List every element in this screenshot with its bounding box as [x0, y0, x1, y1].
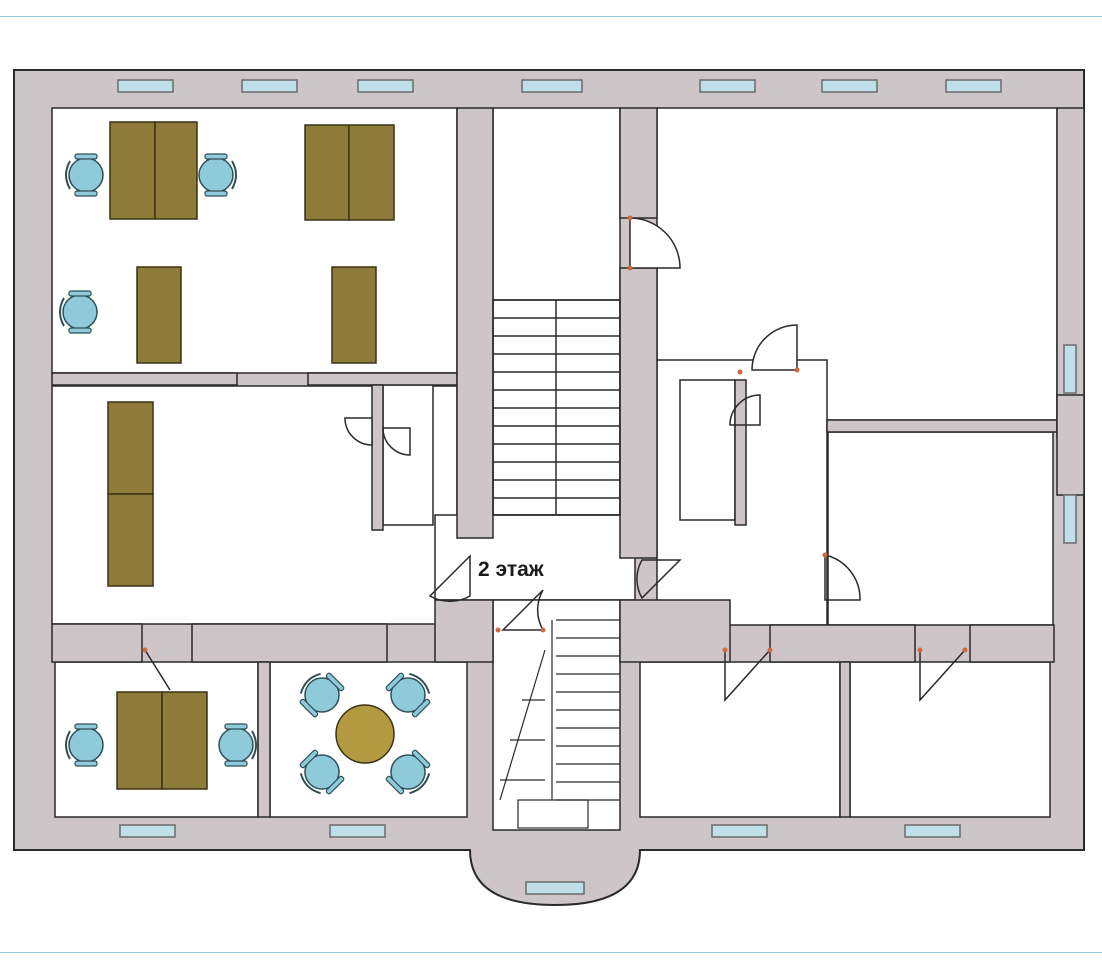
window-icon — [329, 824, 386, 838]
top-rule — [0, 16, 1102, 17]
window-icon — [1063, 494, 1077, 544]
room-bottom-right-b — [849, 661, 1051, 818]
window-icon — [521, 79, 583, 93]
desk-icon — [154, 121, 198, 220]
door-swing-icon — [629, 217, 681, 269]
door-swing-icon — [724, 649, 771, 702]
desks — [107, 121, 395, 790]
desk-icon — [331, 266, 377, 364]
window-icon — [699, 79, 756, 93]
hinge-marks — [142, 215, 968, 653]
desk-icon — [136, 266, 182, 364]
room-wc-right — [679, 379, 736, 521]
door-swing-icon — [751, 324, 798, 371]
window-icon — [241, 79, 298, 93]
window-icon — [821, 79, 878, 93]
window-icon — [357, 79, 414, 93]
desk-icon — [107, 493, 154, 587]
staircase-upper — [492, 299, 621, 516]
door-swing-icon — [144, 649, 171, 691]
window-icon — [711, 824, 768, 838]
bottom-rule — [0, 952, 1102, 953]
doors — [144, 217, 966, 702]
desk-icon — [109, 121, 156, 220]
desk-icon — [107, 401, 154, 495]
window-icon — [1063, 344, 1077, 394]
room-stair-lower — [492, 599, 621, 831]
window-icon — [119, 824, 176, 838]
door-swing-icon — [428, 554, 471, 603]
staircase-lower — [499, 619, 620, 829]
door-swing-icon — [636, 559, 682, 600]
door-swing-icon — [824, 554, 861, 601]
desk-icon — [161, 691, 208, 790]
window-icon — [117, 79, 174, 93]
floor-label: 2 этаж — [478, 558, 544, 581]
interior-walls — [51, 107, 1085, 818]
room-hall-top — [492, 107, 621, 309]
room-bottom-right-a — [639, 661, 841, 818]
door-swing-icon — [344, 417, 373, 446]
door-swing-icon — [919, 649, 966, 702]
windows — [117, 79, 1077, 895]
window-icon — [525, 881, 585, 895]
window-icon — [904, 824, 961, 838]
room-mid-right — [827, 431, 1054, 626]
desk-icon — [304, 124, 350, 221]
door-swing-icon — [382, 427, 411, 456]
desk-icon — [348, 124, 395, 221]
desk-icon — [116, 691, 163, 790]
door-swing-icon — [729, 394, 761, 426]
window-icon — [945, 79, 1002, 93]
round-table-icon — [335, 704, 395, 764]
